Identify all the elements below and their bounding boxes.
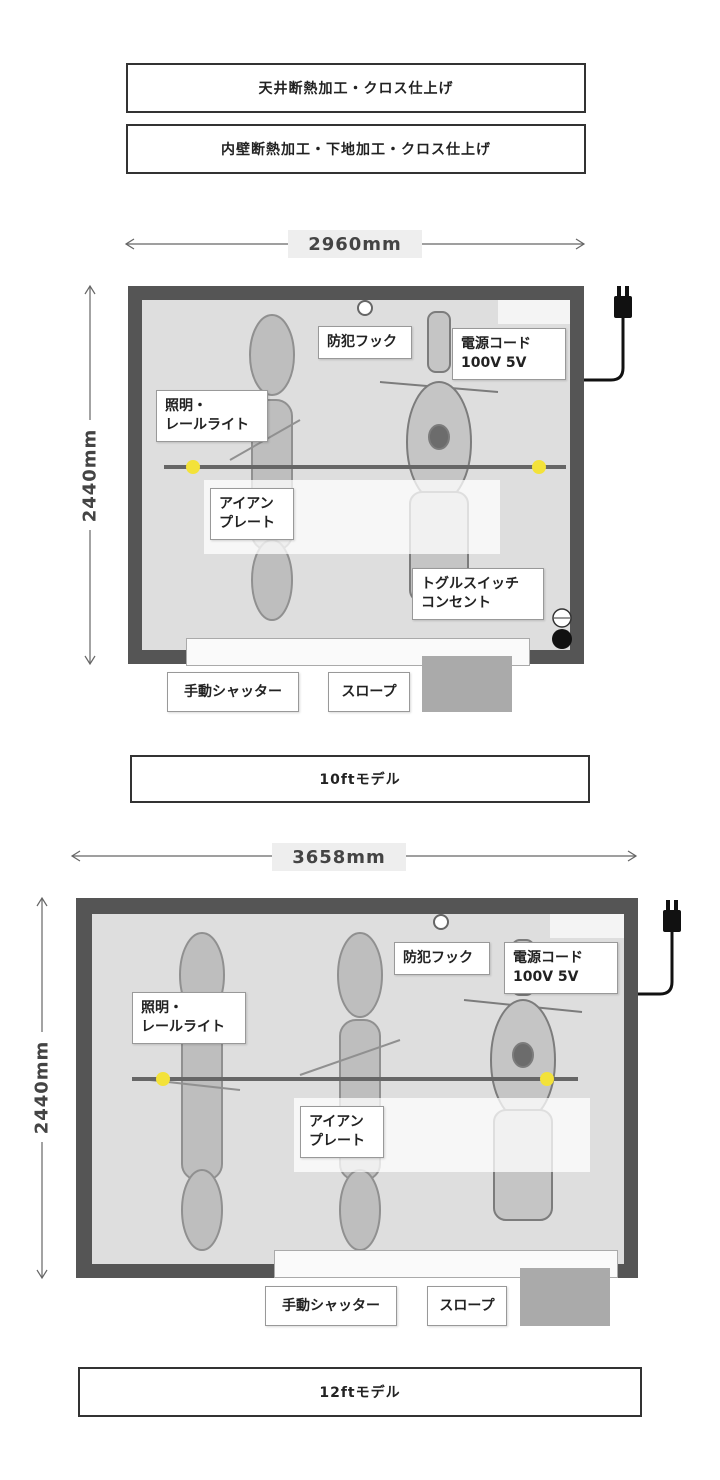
outlet-icon	[552, 608, 572, 649]
slope-label-12ft: スロープ	[427, 1286, 507, 1326]
height-label-10ft: 2440mm	[78, 420, 102, 530]
width-label-10ft: 2960mm	[288, 230, 422, 258]
arrow-down-icon	[84, 655, 96, 666]
motorcycle-icon	[299, 932, 401, 1251]
wall-spec: 内壁断熱加工・下地加工・クロス仕上げ	[126, 124, 586, 174]
arrow-up-icon	[84, 284, 96, 295]
width-label-12ft: 3658mm	[272, 843, 406, 871]
corner-panel-12ft	[550, 914, 624, 938]
slope-10ft	[422, 656, 512, 712]
switch-label-10ft: トグルスイッチ コンセント	[412, 568, 544, 620]
light-rail-10ft	[164, 465, 566, 469]
light-left-12ft	[156, 1072, 170, 1086]
light-label-10ft: 照明・ レールライト	[156, 390, 268, 442]
light-right-12ft	[540, 1072, 554, 1086]
hook-label-12ft: 防犯フック	[394, 942, 490, 975]
shutter-label-10ft: 手動シャッター	[167, 672, 299, 712]
shutter-label-12ft: 手動シャッター	[265, 1286, 397, 1326]
power-label-12ft: 電源コード 100V 5V	[504, 942, 618, 994]
plate-label-12ft: アイアン プレート	[300, 1106, 384, 1158]
hook-marker-12ft	[433, 914, 449, 930]
slope-12ft	[520, 1268, 610, 1326]
arrow-left-icon	[70, 850, 81, 862]
light-label-12ft: 照明・ レールライト	[132, 992, 246, 1044]
hook-marker-10ft	[357, 300, 373, 316]
arrow-down-icon	[36, 1269, 48, 1280]
light-rail-12ft	[132, 1077, 578, 1081]
light-right-10ft	[532, 460, 546, 474]
slope-label-10ft: スロープ	[328, 672, 410, 712]
power-label-10ft: 電源コード 100V 5V	[452, 328, 566, 380]
plug-icon	[584, 286, 632, 382]
corner-panel-10ft	[498, 300, 570, 324]
light-left-10ft	[186, 460, 200, 474]
height-label-12ft: 2440mm	[30, 1032, 54, 1142]
motorcycle-icon	[149, 932, 241, 1251]
arrow-up-icon	[36, 896, 48, 907]
hook-label-10ft: 防犯フック	[318, 326, 412, 359]
caption-10ft: 10ftモデル	[130, 755, 590, 803]
ceiling-spec: 天井断熱加工・クロス仕上げ	[126, 63, 586, 113]
caption-12ft: 12ftモデル	[78, 1367, 642, 1417]
plug-icon	[638, 900, 681, 996]
arrow-left-icon	[124, 238, 135, 250]
arrow-right-icon	[627, 850, 638, 862]
plate-label-10ft: アイアン プレート	[210, 488, 294, 540]
arrow-right-icon	[575, 238, 586, 250]
